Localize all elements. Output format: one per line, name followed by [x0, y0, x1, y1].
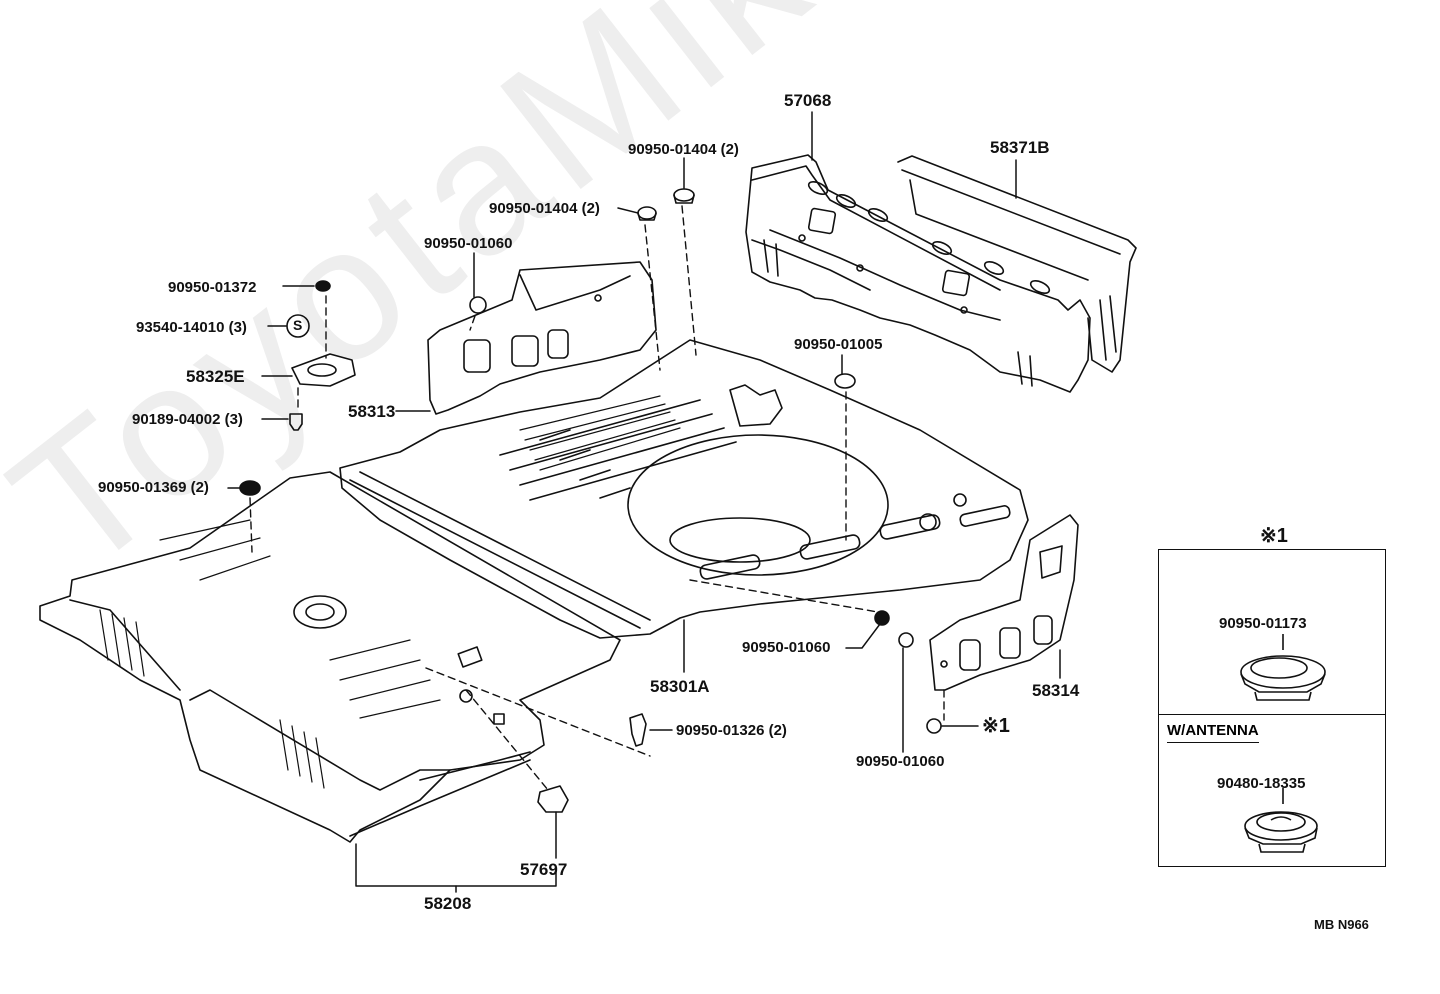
wheelhouse-58313 — [427, 261, 657, 415]
part-label-90950-01372: 90950-01372 — [168, 279, 257, 296]
front-floor-58208 — [39, 471, 621, 843]
part-label-58208: 58208 — [424, 894, 472, 913]
part-label-57068: 57068 — [784, 91, 832, 110]
rear-floor-58301A — [339, 339, 1029, 639]
inset-reference-1: 90950-01173 W/ANTENNA 90480-18335 — [1158, 549, 1386, 867]
part-label-58313: 58313 — [348, 402, 396, 421]
part-label-58325e: 58325E — [186, 367, 245, 386]
wheelhouse-58314 — [929, 514, 1079, 691]
part-label-90950-01060-low: 90950-01060 — [856, 753, 945, 770]
inset-subheading: W/ANTENNA — [1167, 722, 1259, 743]
part-label-90950-01404-upper: 90950-01404 (2) — [628, 141, 739, 158]
inset-grommet-icons — [1240, 634, 1326, 853]
part-label-58371b: 58371B — [990, 138, 1050, 157]
part-label-57697: 57697 — [520, 860, 568, 879]
part-label-90950-01404-lower: 90950-01404 (2) — [489, 200, 600, 217]
diagram-code: MB N966 — [1314, 917, 1369, 932]
grommet-90480-18335-icon — [1244, 811, 1318, 853]
part-label-90189-04002: 90189-04002 (3) — [132, 411, 243, 428]
reference-mark-1: ※1 — [982, 715, 1010, 737]
part-label-90950-01005: 90950-01005 — [794, 336, 883, 353]
assembly-dashed-lines — [249, 205, 945, 791]
inset-part-label-top: 90950-01173 — [1219, 615, 1307, 632]
part-label-90950-01060-top: 90950-01060 — [424, 235, 513, 252]
grommet-90950-01173-icon — [1240, 655, 1326, 701]
leader-lines — [227, 111, 1061, 893]
part-label-58314: 58314 — [1032, 681, 1080, 700]
hardware — [239, 188, 942, 813]
part-label-58301a: 58301A — [650, 677, 710, 696]
inset-part-label-bottom: 90480-18335 — [1217, 775, 1306, 792]
part-label-90950-01369: 90950-01369 (2) — [98, 479, 209, 496]
part-label-90950-01060-mid: 90950-01060 — [742, 639, 831, 656]
part-label-93540-14010: 93540-14010 (3) — [136, 319, 247, 336]
standard-part-s-icon: S — [293, 317, 303, 333]
rear-panel-57068 — [745, 154, 1091, 393]
rear-panel-58371B — [897, 155, 1137, 373]
inset-divider — [1159, 714, 1385, 715]
latch-bracket — [729, 384, 783, 427]
part-label-90950-01326: 90950-01326 (2) — [676, 722, 787, 739]
inset-title: ※1 — [1260, 525, 1288, 547]
